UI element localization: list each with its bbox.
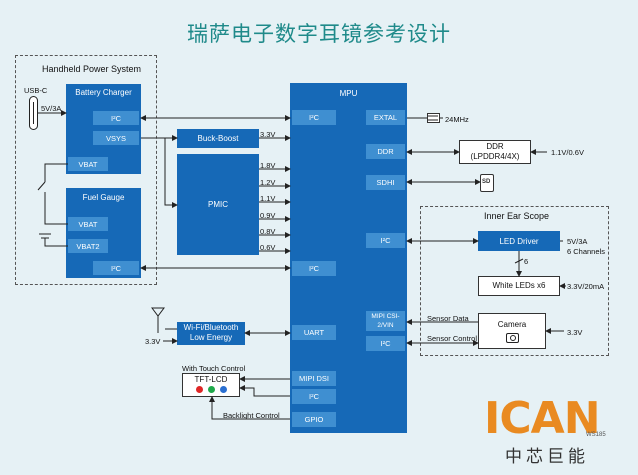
buck-boost-block: [177, 129, 259, 148]
sensor-control-label: Sensor Control: [427, 334, 478, 343]
tft-lcd-label: TFT-LCD: [194, 375, 228, 384]
mpu-extal-port: EXTAL: [366, 110, 405, 125]
wifi-ble-block: [177, 322, 245, 345]
mpu-mipi-dsi-port: MIPI DSI: [292, 371, 336, 386]
lcd-caption: With Touch Control: [182, 364, 246, 373]
pmic-output-4: 0.9V: [260, 211, 276, 220]
mpu-i2c-right-port: I²C: [366, 233, 405, 248]
wifi-ble-label: Wi-Fi/Bluetooth Low Energy: [183, 323, 239, 342]
camera-block: Camera: [478, 313, 546, 349]
mpu-label: MPU: [339, 89, 358, 98]
gauge-vbat-port: VBAT: [68, 217, 108, 231]
ddr-voltage: 1.1V/0.6V: [551, 148, 584, 157]
pmic-output-6: 0.6V: [260, 243, 276, 252]
blue-dot-icon: [219, 386, 227, 393]
led-channels: 6 Channels: [567, 247, 605, 256]
led-bus-count: 6: [524, 257, 529, 266]
handheld-power-label: Handheld Power System: [42, 64, 142, 74]
pmic-output-1: 1.8V: [260, 161, 276, 170]
camera-label: Camera: [497, 319, 527, 329]
red-dot-icon: [195, 386, 203, 393]
wifi-supply: 3.3V: [145, 337, 161, 346]
pmic-output-3: 1.1V: [260, 194, 276, 203]
ddr-block: DDR (LPDDR4/4X): [459, 140, 531, 164]
charger-i2c-port: I²C: [93, 111, 139, 125]
green-dot-icon: [207, 386, 215, 393]
led-driver-label: LED Driver: [499, 237, 539, 246]
mpu-i2c-right-bottom-port: I²C: [366, 336, 405, 351]
buck-output-label: 3.3V: [260, 130, 276, 139]
crystal-icon: [427, 113, 440, 123]
mpu-sdhi-port: SDHI: [366, 175, 405, 190]
mpu-i2c-bottom-port: I²C: [292, 389, 336, 404]
led-driver-block: [478, 231, 560, 251]
crystal-freq: 24MHz: [445, 115, 469, 124]
mpu-ddr-port: DDR: [366, 144, 405, 159]
pmic-output-5: 0.8V: [260, 227, 276, 236]
handheld-power-frame: [15, 55, 157, 285]
charger-vbat-port: VBAT: [68, 157, 108, 171]
buck-boost-label: Buck-Boost: [197, 134, 239, 143]
camera-icon: [505, 332, 519, 343]
ican-logo: ICAN: [484, 393, 601, 444]
inner-ear-label: Inner Ear Scope: [484, 211, 550, 221]
usb-c-label: USB-C: [24, 86, 48, 95]
ican-logo-chinese: 中芯巨能: [505, 447, 589, 467]
mpu-mipi-csi-port: MIPI CSI-2/VIN: [366, 311, 405, 331]
pmic-label: PMIC: [208, 200, 228, 209]
ican-logo-small: WS185: [586, 432, 606, 438]
usb-rating: 5V/3A: [41, 104, 62, 113]
page-title: 瑞萨电子数字耳镜参考设计: [187, 22, 451, 46]
inner-ear-frame: [420, 206, 609, 356]
mpu-gpio-port: GPIO: [292, 412, 336, 427]
led-supply: 5V/3A: [567, 237, 588, 246]
sensor-data-label: Sensor Data: [427, 314, 469, 323]
fuel-gauge-title: Fuel Gauge: [82, 193, 125, 202]
gauge-vbat2-port: VBAT2: [68, 239, 108, 253]
charger-vsys-port: VSYS: [93, 131, 139, 145]
sd-card-label: SD: [482, 179, 491, 185]
usb-c-connector: [29, 96, 38, 130]
pmic-output-2: 1.2V: [260, 178, 276, 187]
mpu-i2c-mid-port: I²C: [292, 261, 336, 276]
white-leds-supply: 3.3V/20mA: [567, 282, 605, 291]
gauge-i2c-port: I²C: [93, 261, 139, 275]
camera-supply: 3.3V: [567, 328, 583, 337]
antenna-icon: [151, 307, 165, 333]
battery-charger-title: Battery Charger: [75, 88, 132, 97]
mpu-uart-port: UART: [292, 325, 336, 340]
backlight-label: Backlight Control: [223, 411, 280, 420]
pmic-block: [177, 154, 259, 255]
mpu-i2c-top-port: I²C: [292, 110, 336, 125]
